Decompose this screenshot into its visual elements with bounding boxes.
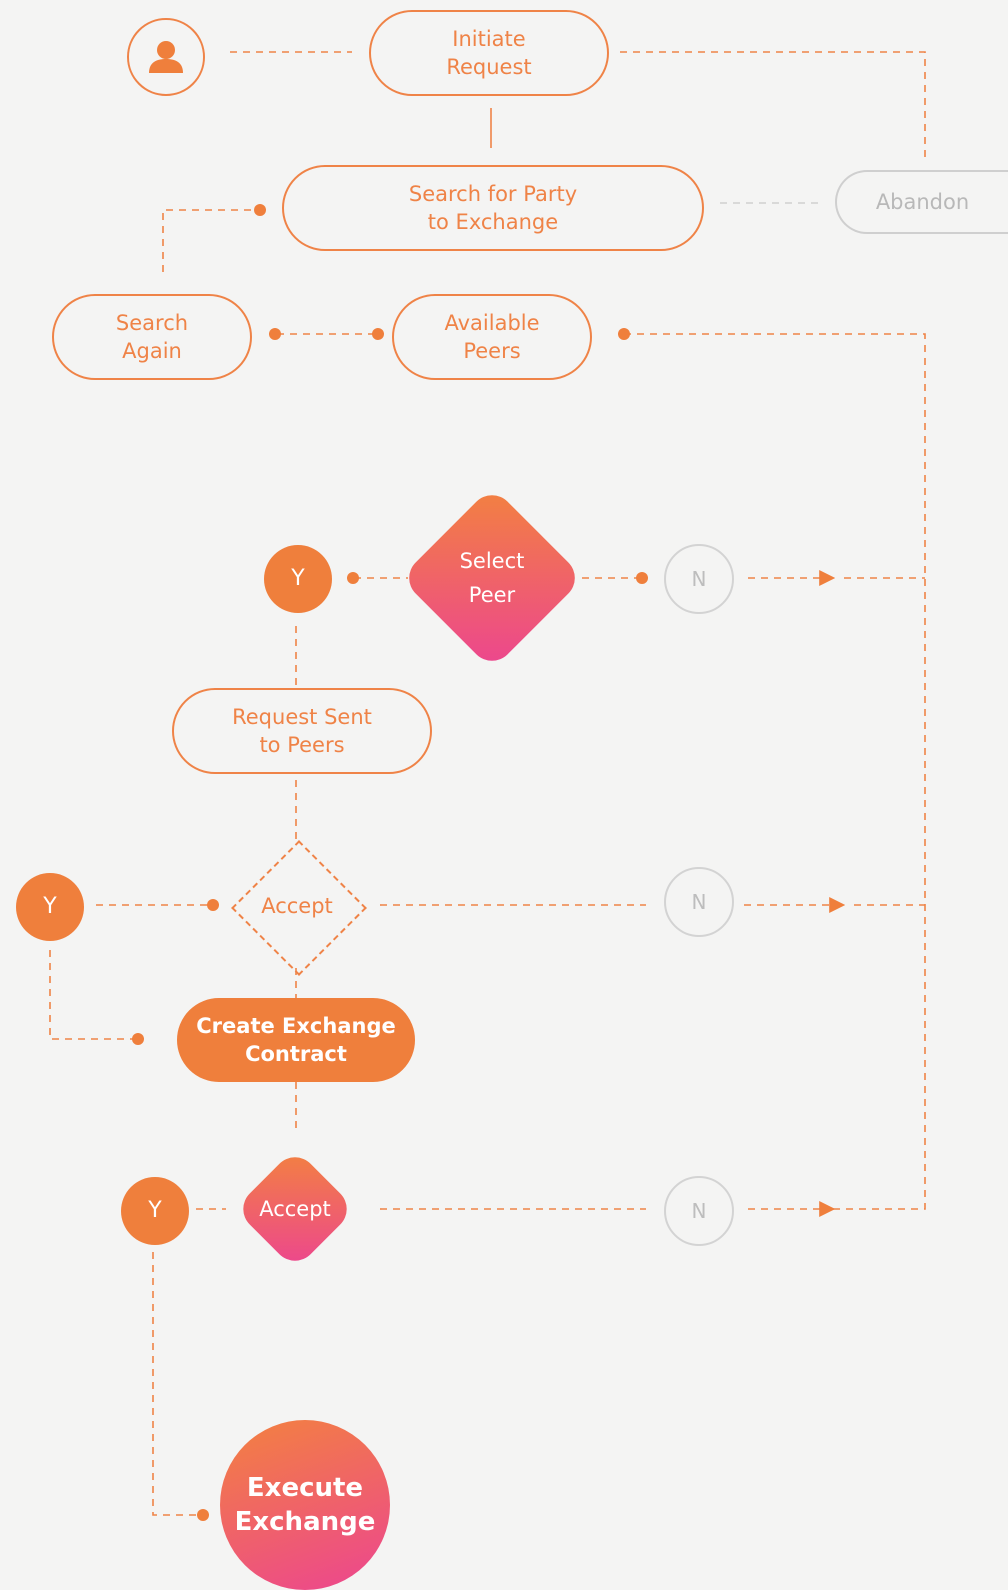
available-peers-node: Available Peers (392, 294, 592, 380)
accept-decision-contract: Accept (234, 1148, 356, 1270)
create-contract-node: Create Exchange Contract (177, 998, 415, 1082)
no-circle-accept: N (664, 867, 734, 937)
user-avatar (127, 18, 205, 96)
no-circle-select: N (664, 544, 734, 614)
yes-circle-accept: Y (16, 873, 84, 941)
accept-decision-peers: Accept (231, 840, 367, 976)
accept-label-contract: Accept (259, 1197, 331, 1221)
request-sent-node: Request Sent to Peers (172, 688, 432, 774)
accept-label-peers: Accept (261, 894, 333, 918)
search-party-node: Search for Party to Exchange (282, 165, 704, 251)
select-peer-label: Select Peer (459, 549, 525, 607)
execute-exchange-node: Execute Exchange (220, 1420, 390, 1590)
yes-circle-contract: Y (121, 1177, 189, 1245)
initiate-request-node: Initiate Request (369, 10, 609, 96)
search-again-node: Search Again (52, 294, 252, 380)
user-icon (149, 41, 183, 73)
no-circle-contract: N (664, 1176, 734, 1246)
abandon-node: Abandon (835, 170, 1008, 234)
yes-circle-select: Y (264, 545, 332, 613)
select-peer-decision: Select Peer (400, 486, 584, 670)
